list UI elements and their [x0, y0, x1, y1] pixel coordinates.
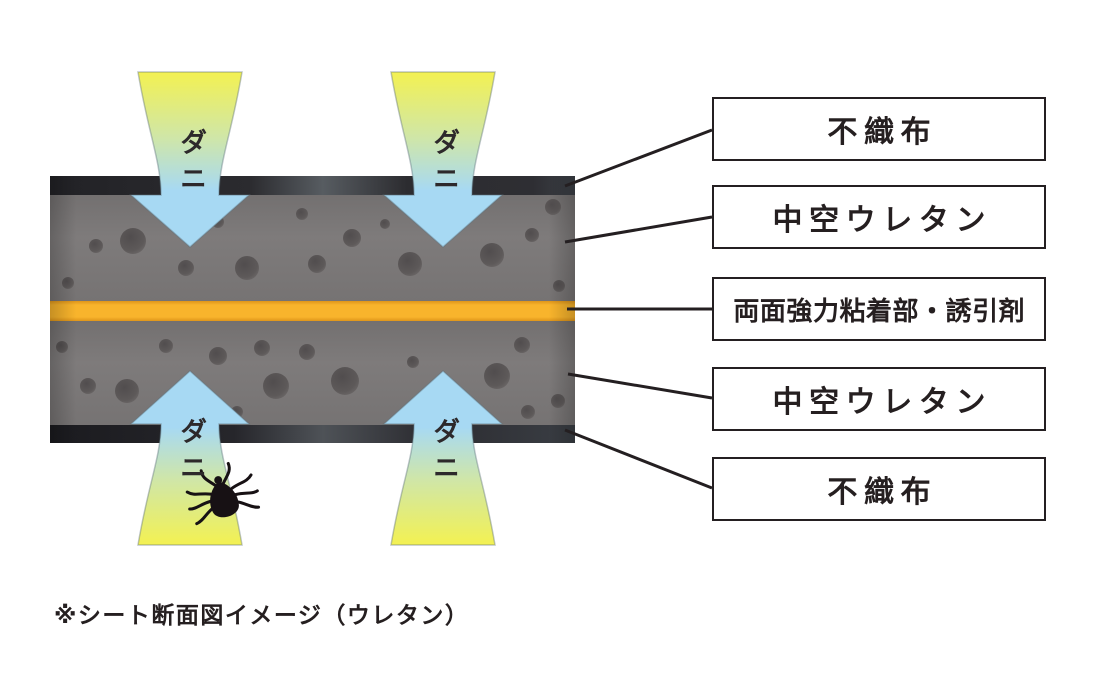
figure-caption: ※シート断面図イメージ（ウレタン）: [54, 602, 470, 628]
leader-line-1: [564, 128, 713, 188]
arrow-down-left: [129, 71, 251, 248]
label-text-urethane-bottom: 中空ウレタン: [772, 386, 993, 419]
sheet-edge-shading: [50, 176, 575, 443]
arrow-label-up-right: ダニ: [429, 417, 459, 489]
arrow-down-right: [382, 71, 504, 248]
mite-arrows: [129, 71, 504, 546]
leader-line-5: [564, 428, 713, 490]
leader-line-4: [567, 372, 713, 400]
label-text-urethane-top: 中空ウレタン: [772, 204, 993, 237]
label-text-adhesive: 両面強力粘着部・誘引剤: [733, 295, 1026, 326]
label-box-adhesive: 両面強力粘着部・誘引剤: [712, 277, 1046, 341]
arrow-up-right: [382, 369, 504, 546]
arrow-label-up-left: ダニ: [176, 417, 206, 489]
label-text-nonwoven-bottom: 不織布: [827, 476, 938, 509]
leader-lines: [564, 128, 713, 490]
sheet-layers: [50, 176, 575, 443]
label-box-nonwoven-bottom: 不織布: [712, 457, 1046, 521]
label-box-nonwoven-top: 不織布: [712, 97, 1046, 161]
label-text-nonwoven-top: 不織布: [827, 116, 938, 149]
label-box-urethane-bottom: 中空ウレタン: [712, 367, 1046, 431]
mite-icon: [185, 461, 261, 526]
label-box-urethane-top: 中空ウレタン: [712, 185, 1046, 249]
arrow-label-down-right: ダニ: [429, 128, 459, 200]
leader-line-2: [564, 215, 713, 244]
arrow-label-down-left: ダニ: [176, 128, 206, 200]
